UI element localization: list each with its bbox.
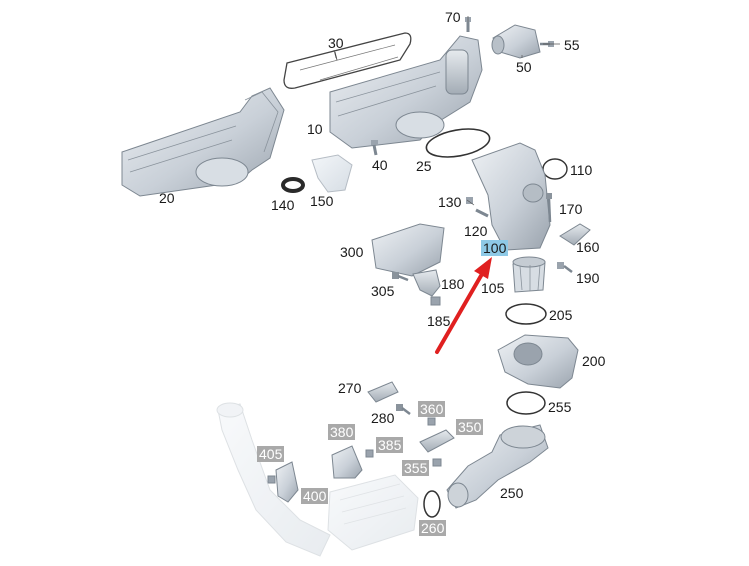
part-360-bolt[interactable] bbox=[427, 417, 436, 426]
part-label-55: 55 bbox=[564, 37, 580, 53]
part-label-255: 255 bbox=[548, 399, 572, 415]
part-label-100-highlighted[interactable]: 100 bbox=[481, 240, 509, 256]
part-label-70: 70 bbox=[445, 9, 461, 25]
part-130-bolt[interactable] bbox=[466, 197, 473, 204]
part-170-bolt[interactable] bbox=[546, 193, 552, 223]
part-385-nut[interactable] bbox=[365, 449, 374, 458]
part-label-185: 185 bbox=[427, 313, 451, 329]
part-190-bolt[interactable] bbox=[557, 262, 573, 273]
part-label-280: 280 bbox=[371, 410, 395, 426]
part-label-10: 10 bbox=[307, 121, 323, 137]
part-205-ring[interactable] bbox=[505, 303, 547, 325]
part-label-40: 40 bbox=[372, 157, 388, 173]
part-305-bolt[interactable] bbox=[392, 272, 409, 282]
leader-lines bbox=[333, 16, 560, 206]
part-label-355: 355 bbox=[402, 460, 430, 476]
part-label-350: 350 bbox=[456, 419, 484, 435]
part-20-intake-manifold[interactable] bbox=[121, 87, 285, 197]
part-label-200: 200 bbox=[582, 353, 606, 369]
part-label-300: 300 bbox=[340, 244, 364, 260]
part-label-105: 105 bbox=[481, 280, 505, 296]
part-label-25: 25 bbox=[416, 158, 432, 174]
part-label-180: 180 bbox=[441, 276, 465, 292]
part-label-360: 360 bbox=[418, 401, 446, 417]
part-120-bolt[interactable] bbox=[475, 208, 489, 218]
part-label-150: 150 bbox=[310, 193, 334, 209]
part-380-bracket[interactable] bbox=[331, 445, 363, 479]
part-250-pipe[interactable] bbox=[446, 424, 549, 509]
part-350-bracket[interactable] bbox=[419, 429, 455, 453]
part-label-160: 160 bbox=[576, 239, 600, 255]
part-label-30: 30 bbox=[328, 35, 344, 51]
part-400-bracket[interactable] bbox=[275, 461, 299, 503]
part-label-260: 260 bbox=[419, 520, 447, 536]
part-280-bolt[interactable] bbox=[396, 404, 411, 415]
part-label-250: 250 bbox=[500, 485, 524, 501]
part-255-ring[interactable] bbox=[506, 391, 546, 415]
part-40-bolt[interactable] bbox=[371, 140, 378, 156]
part-150-valve[interactable] bbox=[311, 154, 353, 193]
part-270-bracket[interactable] bbox=[367, 381, 399, 403]
part-25-o-ring[interactable] bbox=[424, 125, 492, 162]
part-105-cage[interactable] bbox=[512, 256, 546, 293]
part-label-110: 110 bbox=[570, 162, 593, 178]
pointer-arrow bbox=[435, 257, 492, 354]
part-160-bracket[interactable] bbox=[559, 223, 591, 246]
part-300-bracket[interactable] bbox=[371, 223, 445, 277]
part-label-50: 50 bbox=[516, 59, 532, 75]
part-label-380: 380 bbox=[328, 424, 356, 440]
part-label-20: 20 bbox=[159, 190, 175, 206]
part-label-170: 170 bbox=[559, 201, 583, 217]
part-50-elbow[interactable] bbox=[491, 24, 541, 59]
part-label-405: 405 bbox=[257, 446, 285, 462]
part-label-270: 270 bbox=[338, 380, 362, 396]
part-185-nut[interactable] bbox=[430, 296, 441, 306]
part-label-305: 305 bbox=[371, 283, 395, 299]
part-200-throttle-body[interactable] bbox=[497, 334, 579, 389]
part-label-205: 205 bbox=[549, 307, 573, 323]
part-110-ring[interactable] bbox=[542, 158, 568, 180]
part-405-bolt[interactable] bbox=[267, 475, 276, 484]
part-100-throttle-housing[interactable] bbox=[471, 142, 551, 251]
part-10-intake-manifold[interactable] bbox=[329, 35, 483, 149]
part-180-bracket[interactable] bbox=[412, 269, 441, 297]
part-30-gasket[interactable] bbox=[283, 32, 412, 89]
part-label-130: 130 bbox=[438, 194, 462, 210]
part-label-400: 400 bbox=[301, 488, 329, 504]
part-260-ring[interactable] bbox=[423, 490, 441, 518]
part-355-nut[interactable] bbox=[432, 458, 442, 467]
part-label-190: 190 bbox=[576, 270, 600, 286]
part-label-120: 120 bbox=[464, 223, 488, 239]
part-label-385: 385 bbox=[376, 437, 404, 453]
part-140-clamp[interactable] bbox=[281, 177, 305, 193]
intercooler-duct bbox=[216, 402, 419, 557]
part-label-140: 140 bbox=[271, 197, 295, 213]
